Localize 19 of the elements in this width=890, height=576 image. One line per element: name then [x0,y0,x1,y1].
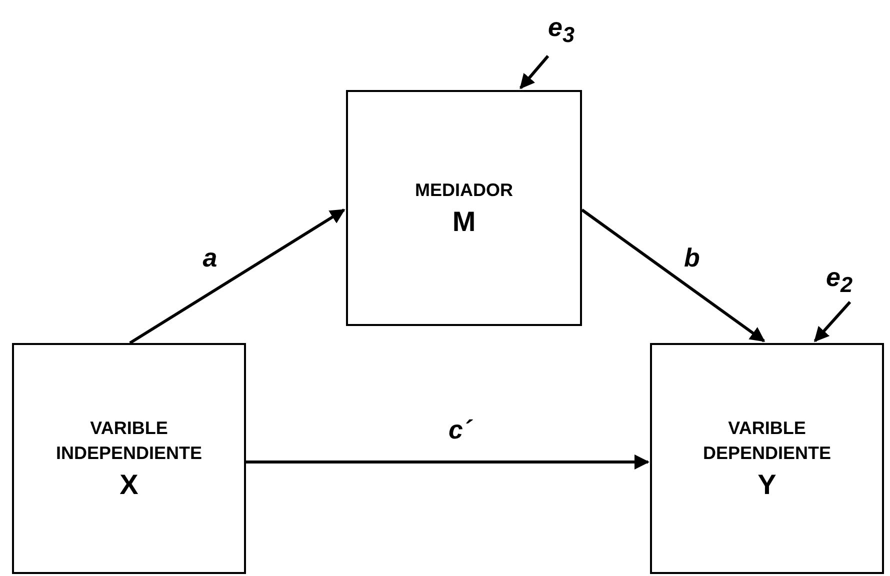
variable-symbol: X [120,468,138,501]
arrow [246,454,650,470]
error-term: e$_{3}$ [548,12,575,48]
error-term: e$_{2}$ [826,262,853,298]
arrow [129,208,346,344]
variable-symbol: Y [758,468,776,501]
variable-name: VARIBLE DEPENDIENTE [702,417,832,464]
arrow [520,55,550,90]
variable-name: VARIBLE INDEPENDIENTE [54,417,204,464]
variable-name: MEDIADOR [415,178,513,202]
edge-label: c´ [448,414,472,446]
variable-box [346,90,582,326]
edge-label: a [202,242,218,274]
arrow [814,301,852,342]
variable-box [12,343,246,574]
variable-symbol: M [452,206,476,238]
variable-box [650,343,884,574]
arrow [581,208,766,342]
edge-label: b [684,242,700,274]
